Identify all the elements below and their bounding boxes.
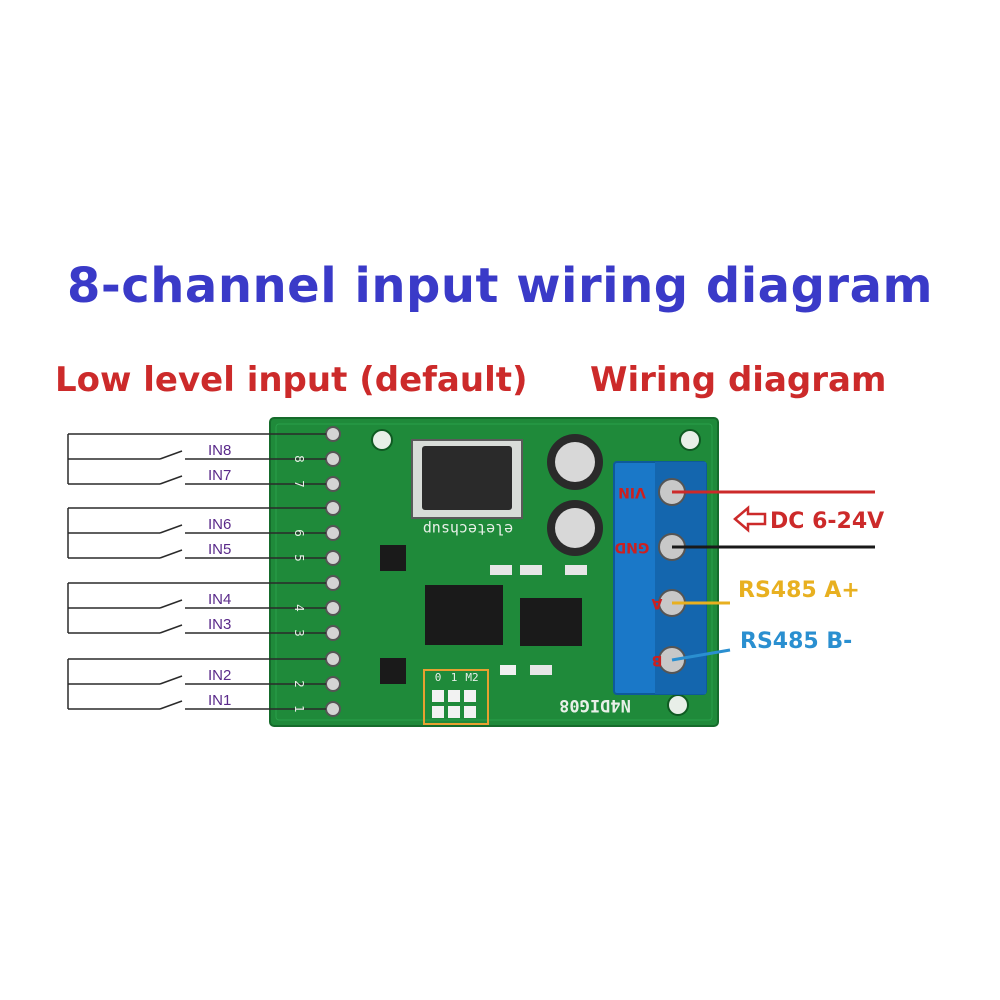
mounting-hole [679, 429, 701, 451]
header-pin [325, 600, 341, 616]
pin-number-label: 3 [292, 629, 306, 637]
pin-number-label: 6 [292, 529, 306, 537]
jumper-label-m2: M2 [465, 671, 478, 684]
header-pin [325, 651, 341, 667]
ic-chip-main [425, 585, 503, 645]
header-pin [325, 575, 341, 591]
header-pin [325, 625, 341, 641]
switch-contact [159, 450, 183, 460]
pin-number-label: 2 [292, 680, 306, 688]
label-dc-power: DC 6-24V [770, 509, 884, 534]
mounting-hole [667, 694, 689, 716]
pcb-model-label: N4DIG08 [559, 695, 631, 715]
header-pin [325, 525, 341, 541]
pin-number-label: 7 [292, 480, 306, 488]
jumper-pad [464, 706, 476, 718]
terminal-label-gnd: GND [615, 539, 650, 555]
label-rs485-b: RS485 B- [740, 629, 852, 654]
mounting-hole [371, 429, 393, 451]
input-label-in2: IN2 [208, 667, 231, 684]
input-label-in6: IN6 [208, 516, 231, 533]
jumper-pad [448, 706, 460, 718]
switch-contact [159, 549, 183, 559]
switch-contact [159, 475, 183, 485]
jumper-label-1: 1 [451, 671, 458, 684]
led [500, 665, 516, 675]
switch-contact [159, 675, 183, 685]
voltage-regulator-chip [422, 446, 512, 510]
pin-number-label: 8 [292, 455, 306, 463]
input-label-in5: IN5 [208, 541, 231, 558]
jumper-pad [432, 706, 444, 718]
capacitor-top-cap [555, 442, 595, 482]
subtitle-wiring-diagram: Wiring diagram [590, 360, 887, 400]
switch-contact [159, 524, 183, 534]
jumper-pad [448, 690, 460, 702]
header-pin [325, 550, 341, 566]
ic-chip-rs485 [520, 598, 582, 646]
pin-number-label: 4 [292, 604, 306, 612]
header-pin [325, 426, 341, 442]
input-label-in8: IN8 [208, 442, 231, 459]
jumper-pad [432, 690, 444, 702]
pin-number-label: 1 [292, 705, 306, 713]
input-label-in1: IN1 [208, 692, 231, 709]
jumper-label-0: 0 [435, 671, 442, 684]
subtitle-low-level-input: Low level input (default) [55, 360, 528, 400]
header-pin [325, 500, 341, 516]
smd-resistor [565, 565, 587, 575]
smd-resistor [520, 565, 542, 575]
switch-contact [159, 624, 183, 634]
smd-resistor [490, 565, 512, 575]
input-label-in4: IN4 [208, 591, 231, 608]
terminal-label-vin: VIN [618, 484, 646, 500]
ic-chip-small [380, 545, 406, 571]
pin-number-label: 5 [292, 554, 306, 562]
ic-chip-small [380, 658, 406, 684]
jumper-highlight [423, 669, 489, 725]
pcb-brand-label: eletechsup [423, 520, 513, 538]
input-label-in7: IN7 [208, 467, 231, 484]
switch-contact [159, 700, 183, 710]
arrow-left-outline-icon [733, 505, 767, 533]
header-pin [325, 701, 341, 717]
header-pin [325, 676, 341, 692]
capacitor-bottom-cap [555, 508, 595, 548]
label-rs485-a: RS485 A+ [738, 578, 860, 603]
pcb-outline [275, 423, 713, 721]
header-pin [325, 451, 341, 467]
jumper-pad [464, 690, 476, 702]
wire-rs485-b [671, 648, 731, 662]
header-pin [325, 476, 341, 492]
switch-contact [159, 599, 183, 609]
diagram-title: 8-channel input wiring diagram [66, 258, 933, 314]
smd-resistor [530, 665, 552, 675]
input-label-in3: IN3 [208, 616, 231, 633]
terminal-label-b: B [652, 652, 663, 668]
terminal-label-a: A [651, 595, 662, 611]
